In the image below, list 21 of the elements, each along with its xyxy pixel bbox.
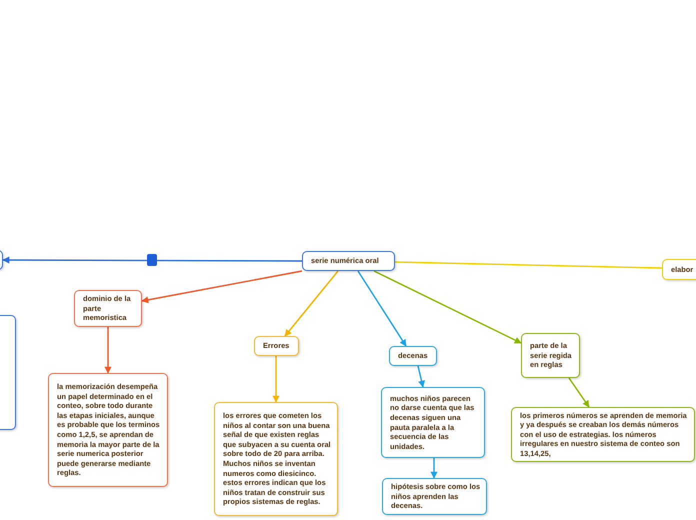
arrow: [2, 256, 302, 264]
topic-box: [302, 251, 395, 271]
topic-box: [254, 336, 299, 356]
topic-box: [389, 346, 437, 366]
topic-box: [521, 333, 580, 378]
arrow: [272, 356, 280, 403]
arrow: [417, 366, 425, 388]
topic-box: [214, 402, 338, 516]
arrow: [141, 270, 302, 304]
arrow: [104, 327, 112, 374]
topic-box: [74, 290, 142, 327]
arrow: [568, 378, 590, 408]
arrow: [284, 270, 339, 337]
topic-box: [662, 259, 696, 280]
arrow: [374, 270, 522, 344]
arrow: [430, 458, 438, 479]
topic-box: [382, 478, 487, 515]
arrow: [357, 270, 407, 347]
topic-box: [48, 373, 168, 487]
topic-box: [381, 387, 485, 458]
topic-box: [511, 407, 695, 462]
